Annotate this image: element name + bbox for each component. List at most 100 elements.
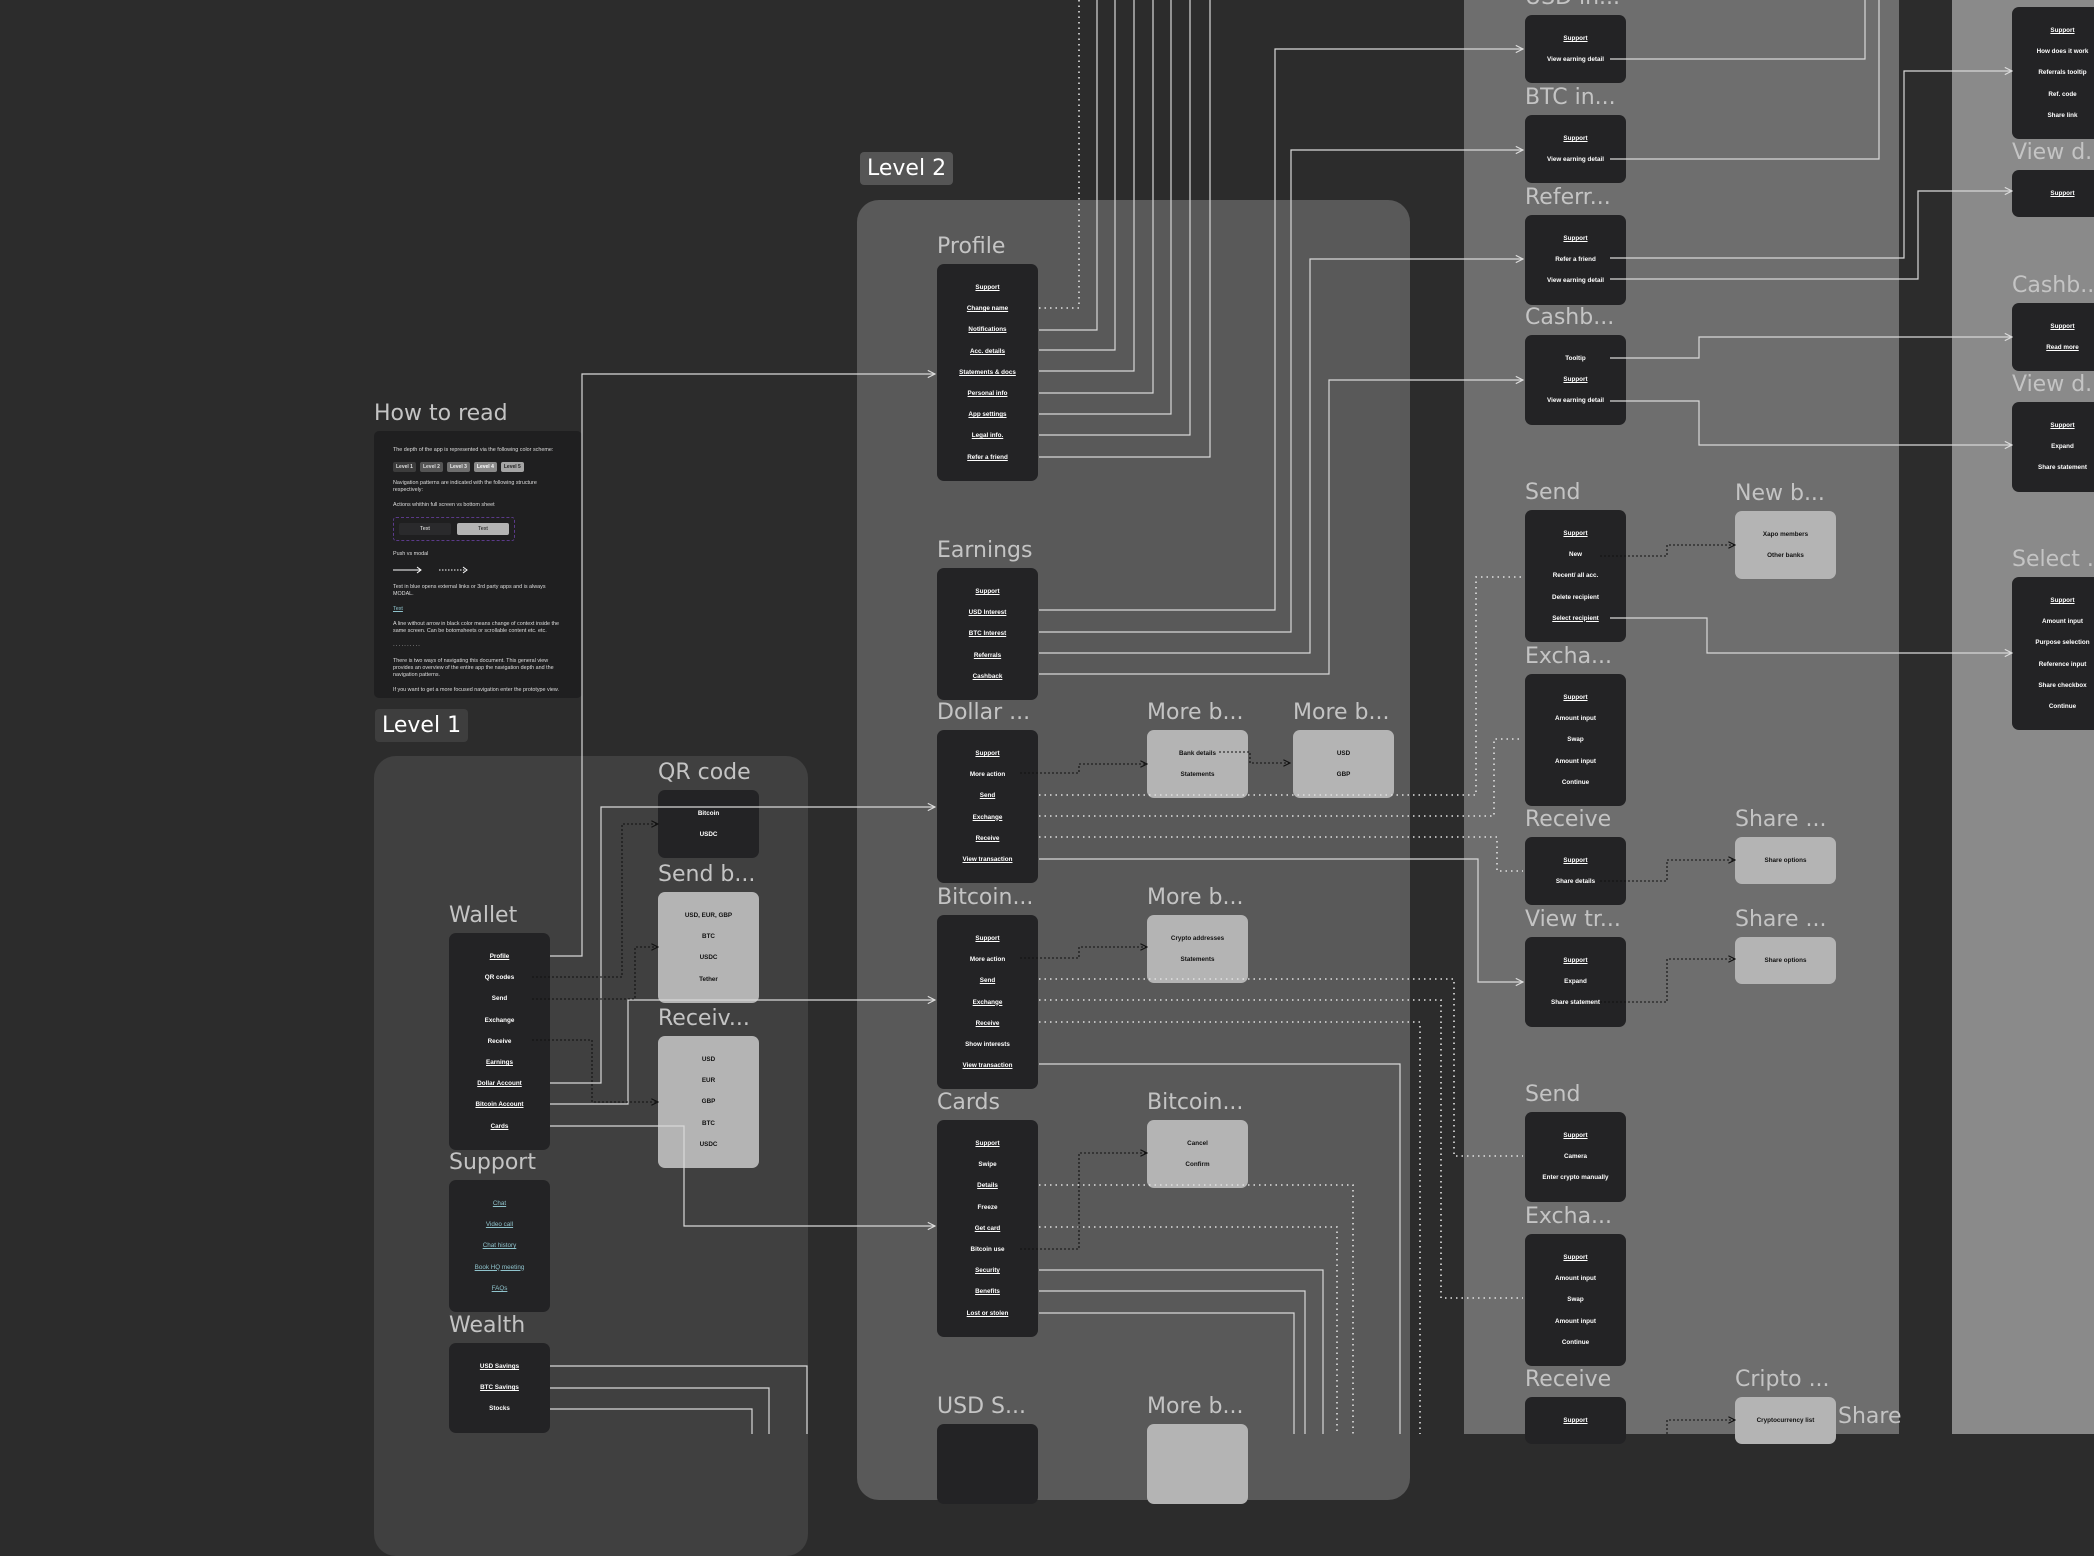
screen-action[interactable]: Referrals [974,645,1001,666]
screen-action[interactable]: Chat [493,1193,506,1214]
screen-action[interactable]: Support [1563,523,1587,544]
screen-action[interactable]: Book HQ meeting [475,1257,525,1278]
screen-action[interactable]: More action [970,764,1005,785]
screen-action[interactable]: Profile [490,946,510,967]
screen-action[interactable]: New [1569,544,1582,565]
screen-action[interactable]: Support [975,277,999,298]
screen-action[interactable]: Continue [1562,772,1589,793]
screen-action[interactable]: USDC [700,1134,718,1155]
screen-card-share2[interactable]: Share options [1735,937,1836,985]
screen-action[interactable]: Support [975,928,999,949]
screen-action[interactable]: Support [1563,950,1587,971]
screen-action[interactable]: Exchange [973,807,1003,828]
screen-action[interactable]: Xapo members [1763,524,1808,545]
screen-action[interactable]: Statements [1181,949,1215,970]
screen-action[interactable]: Security [975,1260,1000,1281]
screen-action[interactable]: Support [1563,228,1587,249]
screen-action[interactable]: Support [2050,316,2074,337]
screen-action[interactable]: EUR [702,1070,715,1091]
screen-action[interactable]: Statements [1181,764,1215,785]
screen-action[interactable]: Expand [2051,436,2074,457]
screen-action[interactable]: Read more [2046,337,2079,358]
screen-action[interactable]: Exchange [485,1010,515,1031]
screen-card-moreb4[interactable] [1147,1424,1248,1504]
screen-action[interactable]: Show interests [965,1034,1010,1055]
screen-action[interactable]: Other banks [1767,545,1804,566]
screen-card-usds[interactable] [937,1424,1038,1504]
screen-action[interactable]: USD [702,1049,715,1070]
screen-action[interactable]: Share options [1765,950,1807,971]
screen-action[interactable]: GBP [1337,764,1351,785]
screen-card-share1[interactable]: Share options [1735,837,1836,885]
screen-action[interactable]: Cashback [973,666,1003,687]
screen-action[interactable]: Support [1563,1410,1587,1431]
screen-action[interactable]: Stocks [489,1398,510,1419]
screen-action[interactable]: Dollar Account [477,1073,522,1094]
screen-action[interactable]: Share checkbox [2038,675,2086,696]
screen-action[interactable]: Refer a friend [1555,249,1596,270]
screen-action[interactable]: Reference input [2039,654,2087,675]
screen-action[interactable]: Expand [1564,971,1587,992]
screen-action[interactable]: USDC [700,824,718,845]
screen-action[interactable]: Share statement [1551,992,1600,1013]
screen-action[interactable]: Continue [2049,696,2076,717]
screen-action[interactable]: Benefits [975,1281,1000,1302]
screen-action[interactable]: App settings [968,404,1006,425]
screen-action[interactable]: USD Interest [969,602,1007,623]
screen-action[interactable]: BTC [702,926,715,947]
screen-action[interactable]: Confirm [1185,1154,1209,1175]
screen-action[interactable]: Support [2050,590,2074,611]
screen-action[interactable]: Refer a friend [967,447,1008,468]
screen-action[interactable]: Notifications [968,319,1006,340]
screen-action[interactable]: View earning detail [1547,270,1604,291]
screen-action[interactable]: Get card [975,1218,1001,1239]
screen-action[interactable]: Bitcoin [698,803,719,824]
screen-action[interactable]: Enter crypto manually [1542,1167,1608,1188]
screen-action[interactable]: Support [1563,850,1587,871]
screen-action[interactable]: Change name [967,298,1008,319]
screen-action[interactable]: Support [1563,128,1587,149]
screen-action[interactable]: Lost or stolen [967,1303,1009,1324]
screen-action[interactable]: View transaction [963,1055,1013,1076]
screen-action[interactable]: Support [1563,1247,1587,1268]
screen-action[interactable]: Receive [976,1013,1000,1034]
screen-action[interactable]: Chat history [483,1235,517,1256]
screen-action[interactable]: Statements & docs [959,362,1016,383]
screen-action[interactable]: Support [975,581,999,602]
screen-action[interactable]: Earnings [486,1052,513,1073]
screen-action[interactable]: Receive [976,828,1000,849]
screen-action[interactable]: Crypto addresses [1171,928,1224,949]
screen-action[interactable]: Send [980,785,995,806]
screen-action[interactable]: Share options [1765,850,1807,871]
screen-action[interactable]: Support [975,743,999,764]
screen-action[interactable]: Select recipient [1552,608,1599,629]
screen-action[interactable]: Tooltip [1565,348,1586,369]
screen-action[interactable]: Personal info [968,383,1008,404]
screen-action[interactable]: View earning detail [1547,390,1604,411]
screen-action[interactable]: Bitcoin use [971,1239,1005,1260]
screen-action[interactable]: Cryptocurrency list [1757,1410,1815,1431]
screen-action[interactable]: Share statement [2038,457,2087,478]
screen-action[interactable]: Support [2050,20,2074,41]
